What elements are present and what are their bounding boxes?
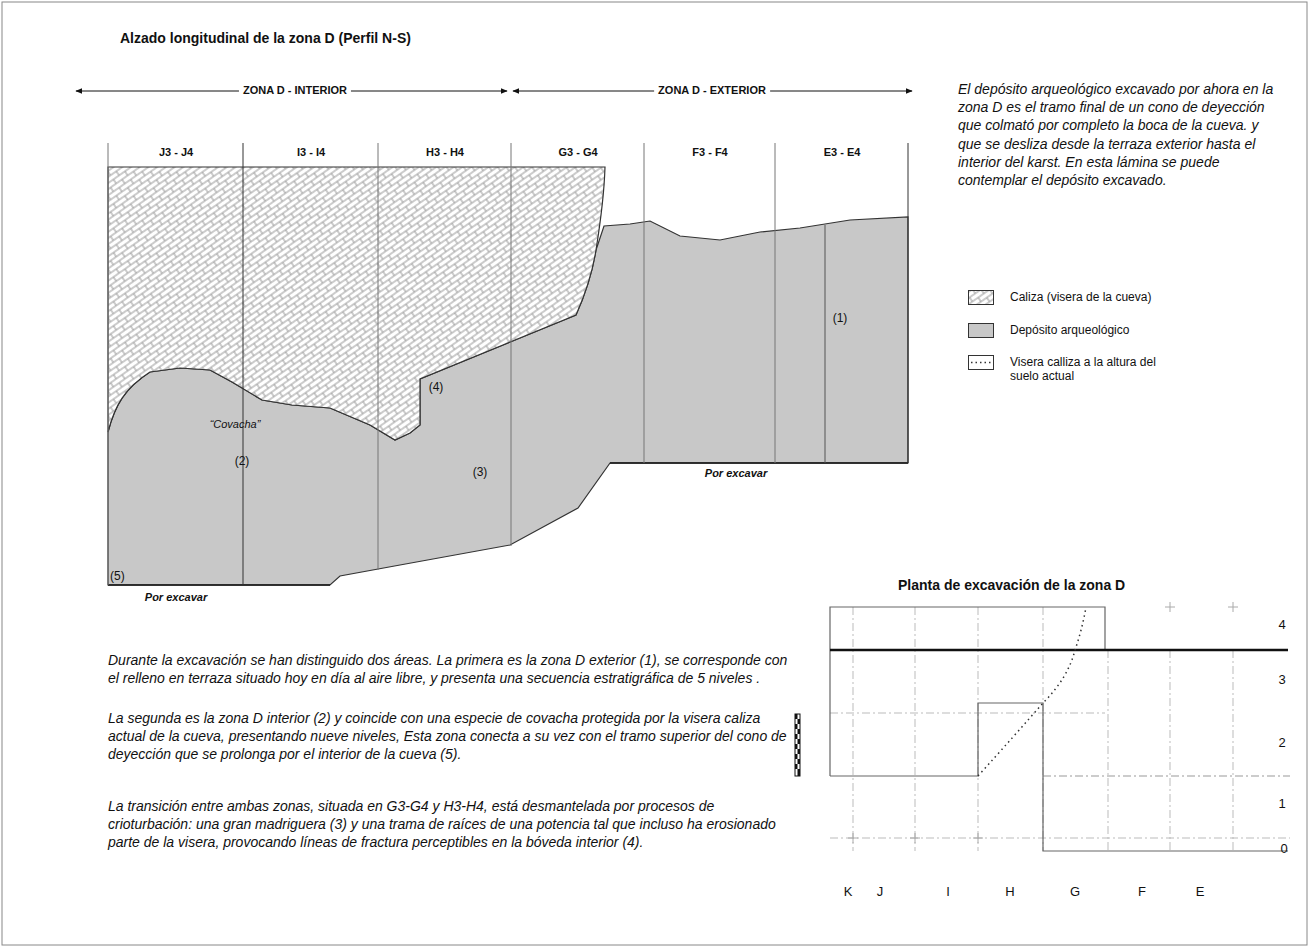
unexcavated-note: Por excavar [705,467,767,480]
legend-entry: Depósito arqueológico [968,323,1250,338]
column-header: J3 - J4 [159,146,193,159]
column-letter: K [844,884,853,900]
legend-text: Depósito arqueológico [1010,323,1250,337]
row-number: 4 [1278,617,1285,633]
legend-text: Caliza (visera de la cueva) [1010,290,1250,304]
diagram-title: Alzado longitudinal de la zona D (Perfil… [120,30,411,47]
plan-title: Planta de excavación de la zona D [898,577,1125,594]
callout-number: (2) [235,454,250,468]
column-letter: E [1196,884,1205,900]
zone-heading: ZONA D - INTERIOR [239,84,351,97]
column-header: G3 - G4 [558,146,597,159]
section-base [108,584,330,586]
row-number: 1 [1278,796,1285,812]
row-number: 0 [1280,841,1287,857]
legend-entry: Visera calliza a la altura del suelo act… [968,355,1160,384]
callout-number: (1) [833,311,848,325]
legend-text: Visera calliza a la altura del suelo act… [1010,355,1160,384]
legend-sample [968,355,994,370]
excavation-plan [795,602,1290,851]
legend-sample [968,290,994,305]
column-header: H3 - H4 [426,146,464,159]
column-letter: F [1138,884,1146,900]
column-letter: J [877,884,884,900]
explanatory-note: Durante la excavación se han distinguido… [108,651,798,687]
column-letter: I [946,884,950,900]
description-note: El depósito arqueológico excavado por ah… [958,80,1280,189]
callout-number: (5) [110,569,125,583]
legend-entry: Caliza (visera de la cueva) [968,290,1250,305]
column-letter: G [1070,884,1080,900]
unexcavated-note: Por excavar [145,591,207,604]
column-header: F3 - F4 [692,146,727,159]
limestone-visor [108,167,605,440]
column-header: E3 - E4 [824,146,861,159]
explanatory-note: La segunda es la zona D interior (2) y c… [108,709,798,764]
section-base [610,462,908,464]
explanatory-note: La transición entre ambas zonas, situada… [108,797,798,852]
column-letter: H [1005,884,1014,900]
column-header: I3 - I4 [297,146,325,159]
column-dividers [108,143,908,585]
zone-heading: ZONA D - EXTERIOR [654,84,770,97]
callout-number: (3) [473,465,488,479]
row-number: 3 [1278,672,1285,688]
area-name: “Covacha” [210,418,261,431]
row-number: 2 [1278,735,1285,751]
legend-swatch [968,323,994,338]
callout-number: (4) [429,380,444,394]
